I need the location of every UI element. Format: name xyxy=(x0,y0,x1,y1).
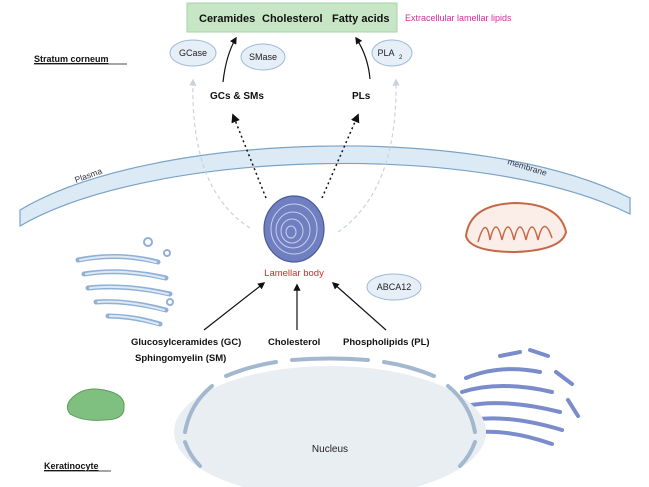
abca12-transporter: ABCA12 xyxy=(366,273,422,301)
fatty-acids-label: Fatty acids xyxy=(332,13,389,25)
stratum-corneum-label: Stratum corneum xyxy=(34,54,109,64)
lamellar-to-pls-arrow xyxy=(321,113,360,199)
pla2-label: PLA xyxy=(377,48,394,58)
extracellular-lipids-label: Extracellular lamellar lipids xyxy=(405,13,512,23)
cholesterol-precursor-label: Cholesterol xyxy=(268,337,320,348)
golgi-apparatus xyxy=(75,237,174,327)
gcase-label: GCase xyxy=(179,48,207,58)
ceramides-label: Ceramides xyxy=(199,13,255,25)
pls-label: PLs xyxy=(352,91,371,102)
lamellar-body xyxy=(263,195,325,263)
grey-dashed-arrow-pla2 xyxy=(337,78,400,233)
gcs-sms-label: GCs & SMs xyxy=(210,91,264,102)
extracellular-lipids-box: Ceramides Cholesterol Fatty acids xyxy=(186,2,398,33)
pla2-enzyme: PLA 2 xyxy=(371,39,413,67)
pls-to-fatty-acids-arrow xyxy=(355,36,371,80)
pla2-subscript: 2 xyxy=(399,55,403,61)
smase-label: SMase xyxy=(249,52,277,62)
gc-to-lamellar-arrow xyxy=(203,282,266,331)
pl-to-lamellar-arrow xyxy=(331,282,387,331)
gcs-to-ceramides-arrow xyxy=(222,36,237,83)
nucleus-label: Nucleus xyxy=(312,444,348,455)
smase-enzyme: SMase xyxy=(240,43,286,71)
nucleus xyxy=(174,356,486,487)
abca12-label: ABCA12 xyxy=(377,282,412,292)
mitochondrion xyxy=(464,201,568,254)
plasma-membrane xyxy=(19,145,631,228)
vesicle xyxy=(66,388,125,421)
glucosylceramides-label: Glucosylceramides (GC) xyxy=(131,337,241,348)
gcase-enzyme: GCase xyxy=(169,39,217,67)
grey-dashed-arrow-gcase xyxy=(189,78,251,229)
keratinocyte-label: Keratinocyte xyxy=(44,461,99,471)
sphingomyelin-label: Sphingomyelin (SM) xyxy=(135,353,226,364)
lamellar-body-label: Lamellar body xyxy=(264,268,324,279)
phospholipids-label: Phospholipids (PL) xyxy=(343,337,430,348)
cholesterol-box-label: Cholesterol xyxy=(262,13,323,25)
